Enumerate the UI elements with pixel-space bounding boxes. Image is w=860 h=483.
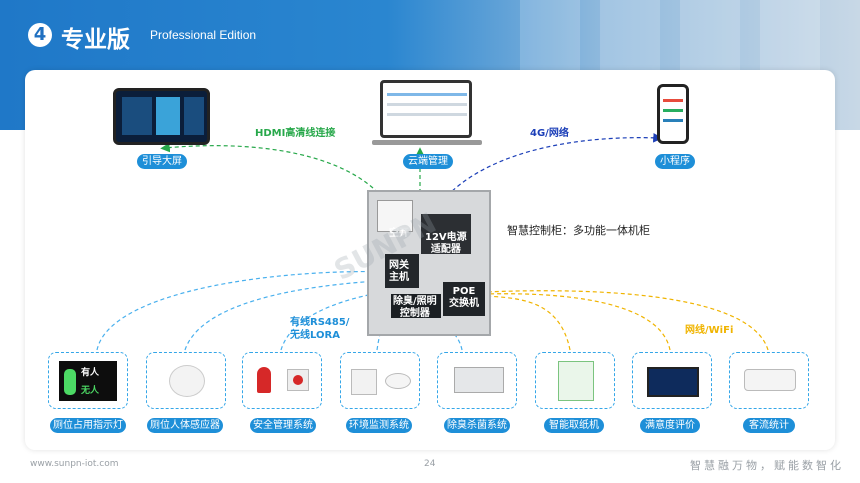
line-paper [480,291,571,351]
device-label-safety: 安全管理系统 [250,418,316,433]
paper-dispenser-image [558,361,594,401]
control-cabinet: 空开 12V电源 适配器 网关 主机 POE 交换机 除臭/照明 控制器 [367,190,491,336]
device-label-paper: 智能取纸机 [544,418,604,433]
deodor-device-image [454,367,504,393]
line-traffic [480,287,769,351]
cloud-label: 云端管理 [403,154,453,169]
device-label-rating: 满意度评价 [640,418,700,433]
sign-occupied-text: 有人 [81,368,100,378]
env-sensor-image [351,369,377,395]
line-rating [480,289,671,351]
cabinet-caption: 智慧控制柜：多功能一体机柜 [507,224,650,237]
line-deodor [445,321,463,351]
cabinet-part-power: 12V电源 适配器 [425,232,467,255]
section-number-badge: 4 [28,23,52,47]
big-screen-label: 引导大屏 [137,154,187,169]
phone-image [657,84,689,144]
cabinet-part-deodor: 除臭/照明 控制器 [393,296,437,319]
device-box-deodor [437,352,517,409]
cabinet-part-switch: 空开 [389,228,409,239]
page-title: 专业版 [61,27,130,53]
alarm-light-icon [257,367,271,393]
cabinet-part-gateway: 网关 主机 [389,260,409,283]
device-label-deodor: 除臭杀菌系统 [444,418,510,433]
hdmi-line [160,142,396,216]
cabinet-part-poe: POE 交换机 [449,286,479,309]
device-box-safety [242,352,322,409]
hdmi-connection-label: HDMI高清线连接 [255,128,336,139]
line-sensor [184,275,400,351]
page-number: 24 [424,459,436,469]
footer-slogan: 智慧融万物，赋能数智化 [690,459,844,472]
smoke-detector-image [385,373,411,389]
miniapp-label: 小程序 [655,154,695,169]
laptop-base [372,140,482,145]
wifi-connection-label: 网线/WiFi [685,325,734,336]
emergency-button-icon [287,369,309,391]
device-label-lamp: 厕位占用指示灯 [50,418,126,433]
device-label-traffic: 客流统计 [743,418,795,433]
footer-url: www.sunpn-iot.com [30,459,119,469]
big-screen-image [113,88,210,145]
net4g-connection-label: 4G/网络 [530,128,569,139]
laptop-image [380,80,472,138]
device-box-lamp: 有人 无人 [48,352,128,409]
sensor-image [169,365,205,397]
line-lamp [96,267,400,351]
sign-vacant-text: 无人 [81,386,100,396]
device-box-sensor [146,352,226,409]
rating-screen-image [647,367,699,397]
device-label-environment: 环境监测系统 [346,418,412,433]
device-box-paper [535,352,615,409]
device-box-environment [340,352,420,409]
rs485-connection-label: 有线RS485/ 无线LORA [290,317,350,341]
device-box-traffic [729,352,809,409]
device-box-rating [632,352,712,409]
device-label-sensor: 厕位人体感应器 [147,418,223,433]
traffic-counter-image [744,369,796,391]
person-icon [64,369,76,395]
page-subtitle: Professional Edition [150,28,257,42]
